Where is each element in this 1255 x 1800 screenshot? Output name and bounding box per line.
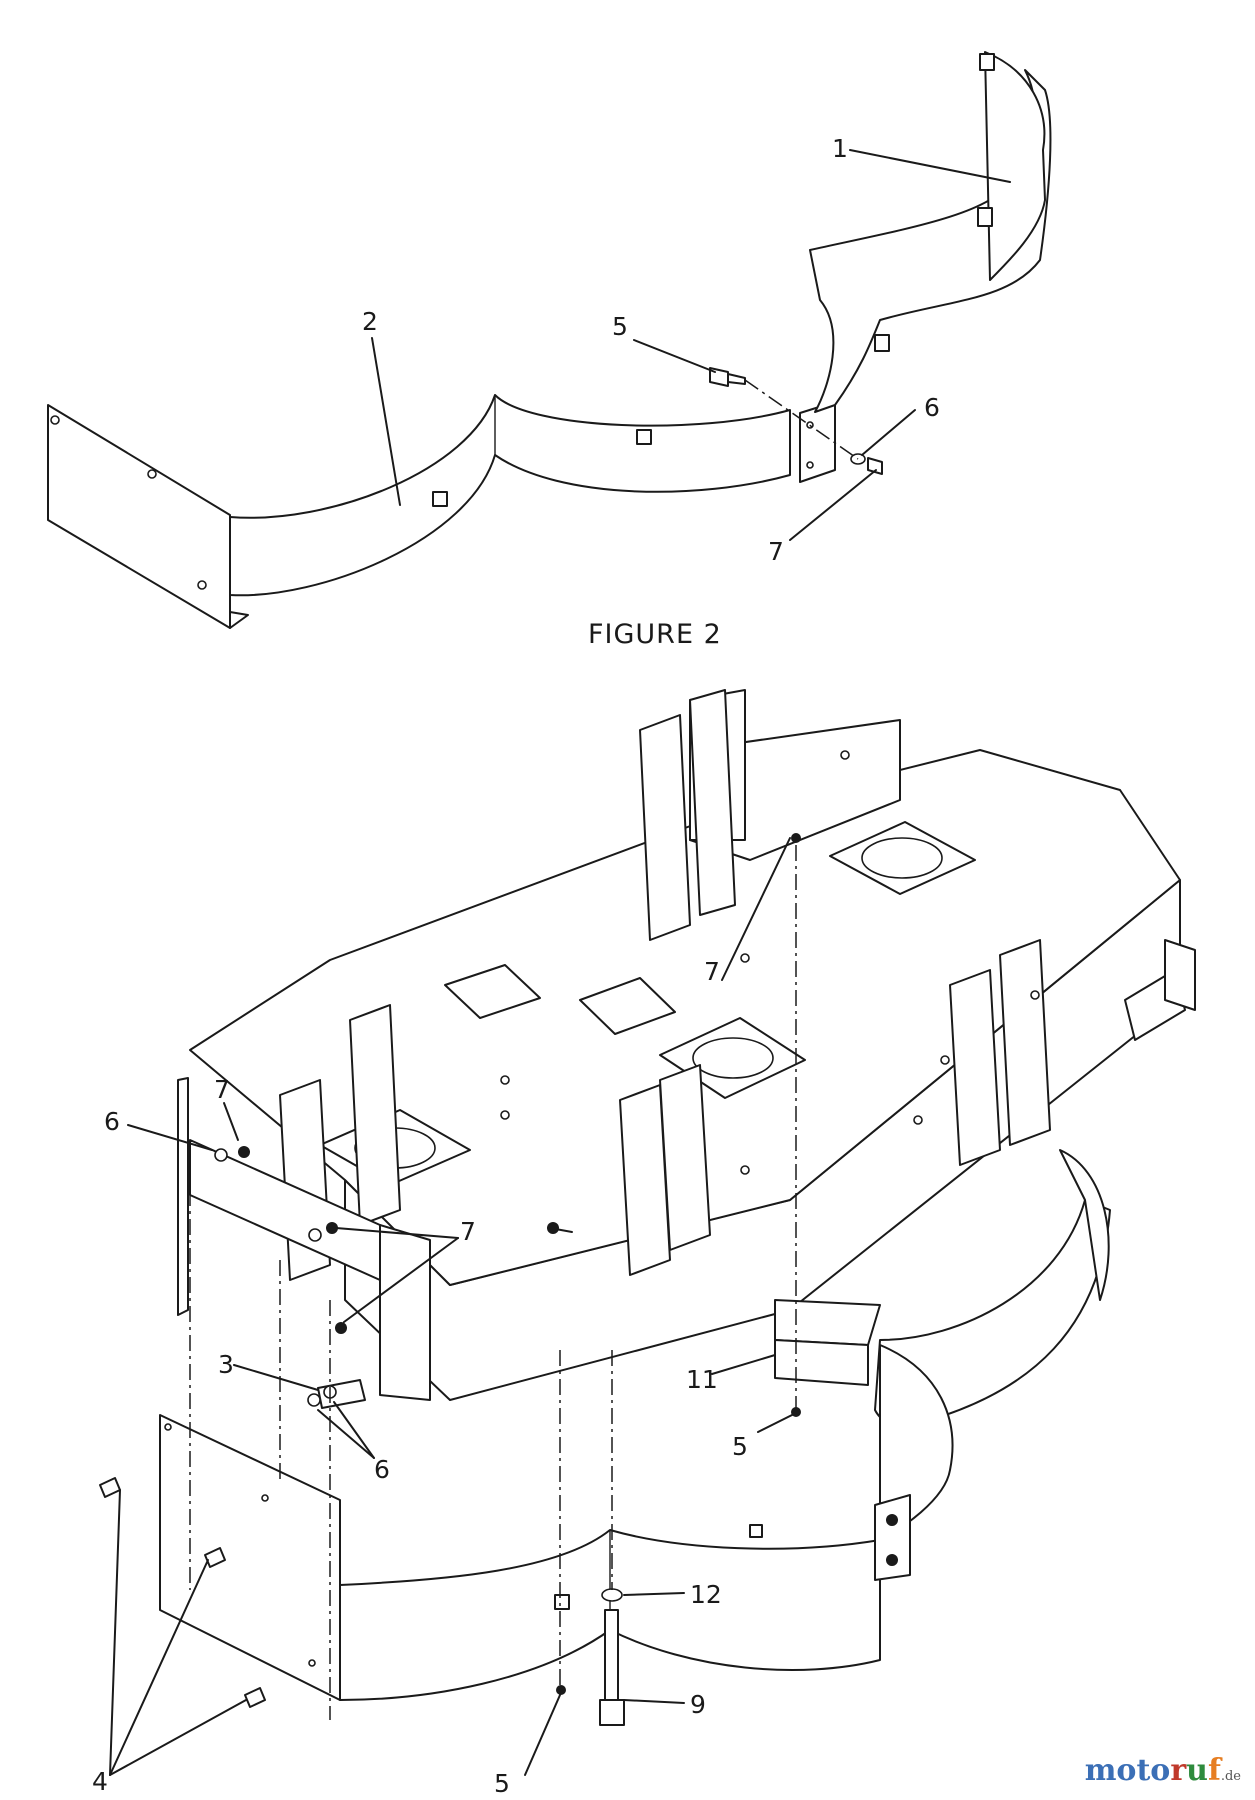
callout-4: 4 [92, 1767, 108, 1796]
callout-1: 1 [832, 134, 848, 163]
callout-12: 12 [690, 1580, 722, 1609]
callout-2: 2 [362, 307, 378, 336]
height-bracket-center [619, 1064, 711, 1276]
callout-5: 5 [612, 312, 628, 341]
part-2-baffle [229, 394, 791, 597]
deck-end-plate [159, 1414, 341, 1701]
bolt-part-9 [604, 1609, 619, 1701]
callout-9: 9 [690, 1690, 706, 1719]
callout-7-left: 7 [214, 1075, 230, 1104]
callout-6-front: 6 [374, 1455, 390, 1484]
callout-7-deck-rear: 7 [704, 957, 720, 986]
part-2-end-plate [47, 404, 231, 629]
baffle-assembly [47, 51, 1052, 629]
callout-6-left: 6 [104, 1107, 120, 1136]
callout-5-right: 5 [732, 1432, 748, 1461]
joint-bracket [799, 401, 836, 483]
watermark-logo: motoruf.de [1084, 1753, 1241, 1788]
callout-labels: 1 2 5 6 7 7 6 7 7 3 6 11 5 12 9 4 5 [92, 134, 940, 1798]
pad-left [444, 964, 541, 1019]
callout-6: 6 [924, 393, 940, 422]
pad-center [579, 977, 676, 1035]
spindle-plate-right [829, 821, 976, 895]
mower-deck [99, 689, 1196, 1776]
figure-title: FIGURE 2 [588, 619, 722, 650]
callout-5-front: 5 [494, 1769, 510, 1798]
callout-3: 3 [218, 1350, 234, 1379]
callout-11: 11 [686, 1365, 718, 1394]
callout-7-center: 7 [460, 1217, 476, 1246]
height-bracket-rear [639, 689, 736, 941]
part-11-bracket [774, 1299, 881, 1346]
callout-7: 7 [768, 537, 784, 566]
